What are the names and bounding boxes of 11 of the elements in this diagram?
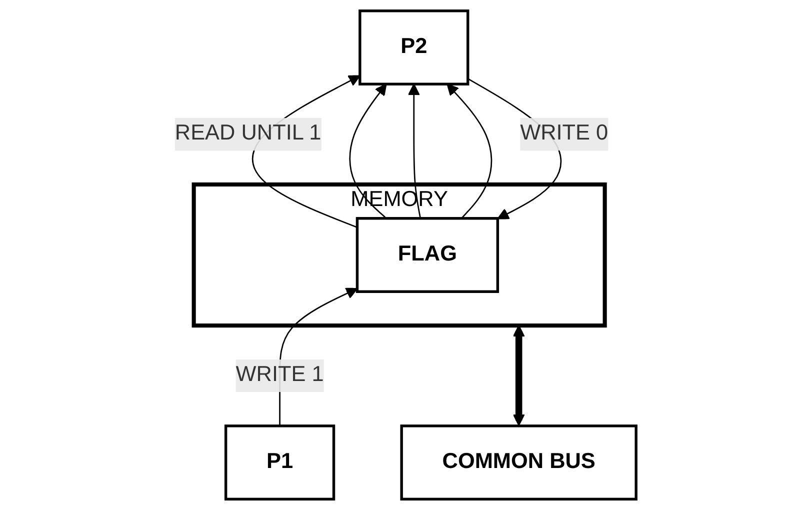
arrow	[408, 84, 422, 218]
node-box: P2	[358, 10, 470, 86]
node-box: P1	[224, 424, 336, 500]
edge-label: WRITE 0	[520, 122, 608, 146]
node-box: FLAG	[356, 217, 500, 293]
arrow	[349, 84, 387, 219]
arrow	[512, 325, 525, 426]
node-box: COMMON BUS	[400, 424, 638, 500]
arrow	[446, 84, 492, 219]
edge-label: WRITE 1	[236, 364, 324, 387]
edge-label: READ UNTIL 1	[174, 122, 322, 146]
